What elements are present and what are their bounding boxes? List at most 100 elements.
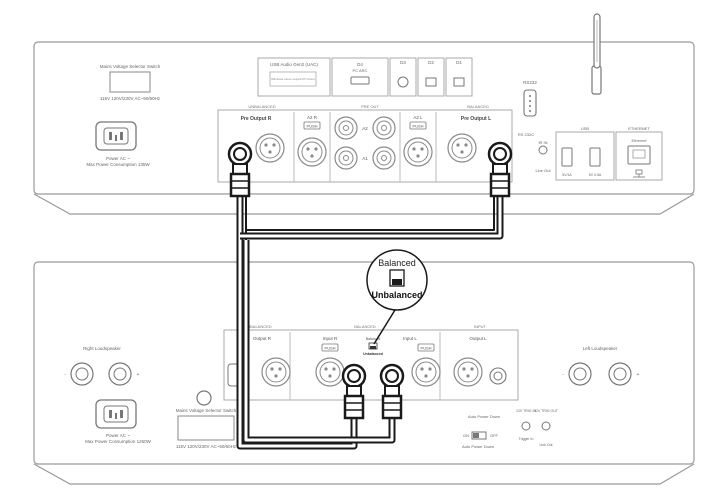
- usb-a-port-icon-2[interactable]: [589, 147, 601, 167]
- port-label-ethernet: ETHERNET: [628, 126, 650, 131]
- bottom-group-label-1: UNBALANCED: [244, 324, 271, 329]
- rs232-label: RS232: [523, 80, 537, 85]
- input-l-xlr[interactable]: [411, 357, 441, 387]
- push-tab-l: [409, 121, 427, 130]
- line-out-label: Line Out: [535, 168, 551, 173]
- auto-power-down-section: Auto Power Down ON OFF Auto Power Down: [462, 414, 500, 449]
- output-l-label: Output L: [469, 336, 487, 341]
- pre-output-r-xlr[interactable]: [255, 133, 285, 163]
- a1-r-rca[interactable]: [334, 146, 358, 170]
- antenna-icon: [591, 13, 602, 95]
- rs232c-label: RS 232C: [518, 132, 534, 137]
- input-r-xlr[interactable]: [315, 357, 345, 387]
- bottom-audio-board: UNBALANCED BALANCED INPUT Output R Input…: [223, 324, 519, 401]
- bottom-group-label-3: INPUT: [474, 324, 487, 329]
- output-r-xlr[interactable]: [261, 357, 291, 387]
- trigger-label-3: Trigger In: [519, 437, 534, 441]
- a2-r-xlr[interactable]: [297, 137, 327, 167]
- bottom-voltage-range: 115V 120V/230V AC~50/60Hz: [176, 444, 237, 449]
- auto-power-down-top-label: Auto Power Down: [468, 414, 500, 419]
- pre-output-r-label: Pre Output R: [241, 116, 272, 122]
- callout-unbalanced-label: Unbalanced: [371, 290, 422, 300]
- rs232-port-icon[interactable]: [523, 89, 537, 117]
- top-power-label: Power AC ~: [106, 156, 130, 161]
- slot-d2-label: D2: [428, 60, 434, 65]
- mini-balance-switch[interactable]: Balanced Unbalanced: [363, 337, 383, 356]
- lan-label: Ethernet: [631, 138, 647, 143]
- output-l-xlr[interactable]: [453, 357, 483, 387]
- bottom-power-consumption: Max Power Consumption 1260W: [85, 439, 152, 444]
- input-l-label: Input L: [403, 336, 417, 341]
- top-unit: Mains Voltage Selector Switch 115V 120V/…: [33, 13, 695, 215]
- optical-port-icon: [425, 77, 437, 87]
- top-group-label-1: UNBALANCED: [248, 104, 275, 109]
- input-push-label-l: PUSH: [420, 346, 431, 351]
- input-push-label-r: PUSH: [324, 346, 335, 351]
- top-group-label-3: BALANCED: [467, 104, 489, 109]
- network-icon: [633, 169, 645, 178]
- rca-plug-top-right: [227, 141, 253, 198]
- bottom-unit-chassis-base: [33, 463, 695, 485]
- trigger-in-jack-icon[interactable]: [521, 421, 531, 431]
- mini-switch-bottom-label: Unbalanced: [363, 352, 383, 356]
- output-r-label: Output R: [253, 336, 272, 341]
- minus-sign: -: [64, 372, 66, 378]
- top-voltage-selector: Mains Voltage Selector Switch 115V 120V/…: [100, 64, 161, 101]
- input-a2-label: A2: [362, 126, 368, 131]
- on-label: ON: [463, 433, 469, 438]
- input-push-tab-l: [417, 343, 435, 352]
- usb-a-port-icon[interactable]: [561, 147, 573, 167]
- pre-output-l-xlr[interactable]: [447, 133, 477, 163]
- bottom-power-inlet: Power AC ~ Max Power Consumption 1260W: [85, 399, 152, 444]
- trigger-section: 12V TRIG IN Trigger In 12V TRIG OUT Link…: [516, 409, 559, 447]
- off-label: OFF: [490, 433, 499, 438]
- top-group-label-2: PRE OUT: [361, 104, 379, 109]
- top-power-consumption: Max Power Consumption 135W: [86, 162, 150, 167]
- left-speaker-label: Left Loudspeaker: [583, 346, 618, 351]
- a2-l-xlr[interactable]: [403, 137, 433, 167]
- usb-power-label-2: 5V 0.5A: [589, 173, 602, 177]
- input-a1-label: A1: [362, 156, 368, 161]
- hdmi-port-icon: [350, 76, 370, 85]
- right-speaker-label: Right Loudspeaker: [83, 346, 121, 351]
- balance-switch-icon: [389, 269, 405, 287]
- a2-r-label: A2 R: [307, 115, 318, 120]
- top-audio-board: UNBALANCED PRE OUT BALANCED Pre Output R…: [217, 104, 513, 183]
- coax-port-icon: [397, 76, 409, 88]
- input-push-tab-r: [321, 343, 339, 352]
- top-unit-chassis-base: [33, 193, 695, 215]
- top-digital-cards: USB Audio Gen2 (UAC) Windows users requi…: [257, 57, 473, 97]
- bottom-power-label: Power AC ~: [106, 433, 130, 438]
- optical-port-icon-2: [453, 77, 465, 87]
- bottom-voltage-selector: Mains Voltage Selector Switch 115V 120V/…: [176, 408, 237, 449]
- usb-card-note: Windows users require PC driver: [271, 77, 315, 81]
- push-label-l: PUSH: [412, 124, 423, 129]
- auto-power-down-label: Auto Power Down: [462, 444, 494, 449]
- top-power-inlet: Power AC ~ Max Power Consumption 135W: [86, 121, 150, 167]
- rca-cables: [227, 141, 513, 450]
- push-tab-r: [303, 121, 321, 130]
- usb-power-label-1: 5V/1A: [562, 173, 572, 177]
- a2-l-rca[interactable]: [372, 116, 396, 140]
- rca-plug-bottom-right: [341, 363, 367, 420]
- bottom-unit: Right Loudspeaker - + Left Loudspeaker -…: [33, 261, 695, 485]
- ir-in-jack-icon[interactable]: [538, 145, 548, 155]
- top-voltage-range: 115V 120V/230V AC~50/60Hz: [100, 96, 161, 101]
- hdmi-slot-sub: PC ARC: [353, 68, 368, 73]
- push-label-r: PUSH: [306, 124, 317, 129]
- plus-sign: +: [137, 372, 140, 378]
- trigger-out-jack-icon[interactable]: [541, 421, 551, 431]
- right-speaker-terminals: Right Loudspeaker - +: [64, 346, 140, 386]
- top-control-ports: RS232 RS 232C IR IN Line Out USB 5V/1A 5…: [518, 80, 663, 181]
- a2-r-rca[interactable]: [334, 116, 358, 140]
- rca-plug-bottom-left: [379, 363, 405, 420]
- ground-post-icon[interactable]: [196, 390, 212, 406]
- slot-d1-label: D1: [456, 60, 462, 65]
- hdmi-slot-label: D4: [357, 62, 363, 67]
- mini-switch-top-label: Balanced: [366, 337, 381, 341]
- a1-l-rca[interactable]: [372, 146, 396, 170]
- top-voltage-switch-label: Mains Voltage Selector Switch: [100, 64, 161, 69]
- slot-d3-label: D3: [400, 60, 406, 65]
